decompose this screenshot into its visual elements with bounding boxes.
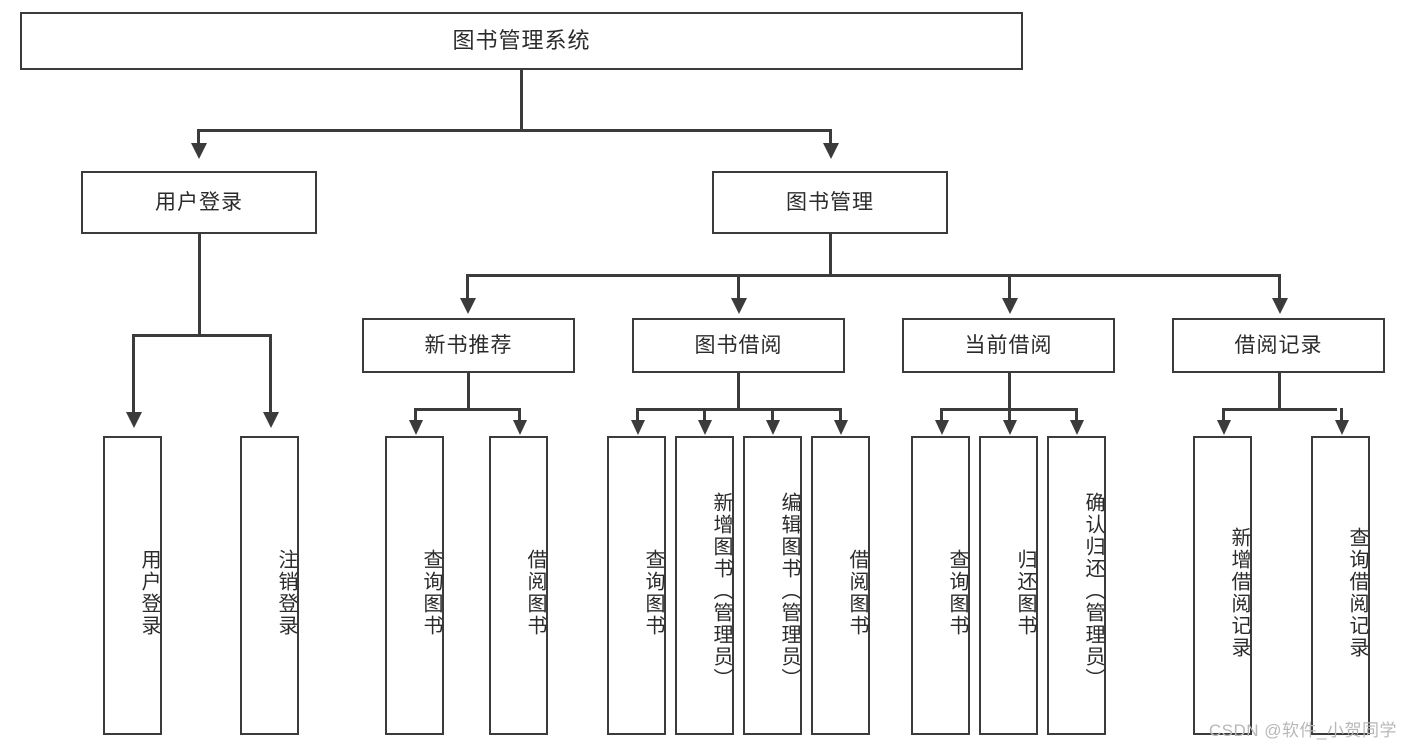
arrowhead-user-login-leaf-1: [126, 412, 142, 428]
connector-book-borrow-drop-3: [771, 408, 774, 422]
connector-book-manage-drop-2: [737, 274, 740, 300]
arrowhead-book-borrow-leaf-2: [698, 420, 712, 435]
connector-user-login-drop-2: [269, 334, 272, 414]
connector-new-book-drop-2: [518, 408, 521, 422]
connector-book-manage-bus: [466, 274, 1281, 277]
connector-user-login-drop-1: [132, 334, 135, 414]
node-new-book-recommend[interactable]: 新书推荐: [362, 318, 575, 373]
arrowhead-to-new-book: [460, 298, 476, 314]
arrowhead-book-borrow-leaf-4: [834, 420, 848, 435]
connector-user-login-bus: [133, 334, 272, 337]
connector-user-login-stem: [198, 234, 201, 335]
arrowhead-current-borrow-leaf-2: [1003, 420, 1017, 435]
connector-book-borrow-bus: [637, 408, 842, 411]
leaf-user-login[interactable]: 用户登录: [103, 436, 162, 735]
connector-book-borrow-drop-2: [703, 408, 706, 422]
leaf-query-book-new[interactable]: 查询图书: [385, 436, 444, 735]
connector-current-borrow-drop-1: [940, 408, 943, 422]
node-borrow-record[interactable]: 借阅记录: [1172, 318, 1385, 373]
connector-book-borrow-drop-1: [636, 408, 639, 422]
arrowhead-to-user-login: [191, 143, 207, 159]
connector-root-drop-right: [829, 129, 832, 145]
node-book-management[interactable]: 图书管理: [712, 171, 948, 234]
connector-root-drop-left: [197, 129, 200, 145]
node-book-borrow[interactable]: 图书借阅: [632, 318, 845, 373]
connector-root-stem: [520, 70, 523, 130]
leaf-query-book-borrow[interactable]: 查询图书: [607, 436, 666, 735]
connector-current-borrow-drop-2: [1008, 408, 1011, 422]
leaf-query-book-current[interactable]: 查询图书: [911, 436, 970, 735]
connector-new-book-bus: [415, 408, 521, 411]
leaf-add-borrow-record[interactable]: 新增借阅记录: [1193, 436, 1252, 735]
connector-book-manage-drop-3: [1008, 274, 1011, 300]
arrowhead-current-borrow-leaf-1: [935, 420, 949, 435]
arrowhead-user-login-leaf-2: [263, 412, 279, 428]
arrowhead-current-borrow-leaf-3: [1070, 420, 1084, 435]
connector-book-borrow-stem: [737, 373, 740, 409]
arrowhead-new-book-leaf-1: [409, 420, 423, 435]
node-root-system[interactable]: 图书管理系统: [20, 12, 1023, 70]
arrowhead-book-borrow-leaf-1: [631, 420, 645, 435]
arrowhead-to-book-borrow: [731, 298, 747, 314]
arrowhead-borrow-record-leaf-1: [1217, 420, 1231, 435]
connector-book-manage-drop-4: [1278, 274, 1281, 300]
connector-new-book-stem: [467, 373, 470, 409]
connector-book-manage-drop-1: [466, 274, 469, 300]
leaf-confirm-return-admin[interactable]: 确认归还（管理员）: [1047, 436, 1106, 735]
leaf-logout[interactable]: 注销登录: [240, 436, 299, 735]
leaf-edit-book-admin[interactable]: 编辑图书（管理员）: [743, 436, 802, 735]
connector-current-borrow-stem: [1008, 373, 1011, 409]
connector-borrow-record-stem: [1278, 373, 1281, 409]
leaf-borrow-book-new[interactable]: 借阅图书: [489, 436, 548, 735]
arrowhead-new-book-leaf-2: [513, 420, 527, 435]
arrowhead-to-borrow-record: [1272, 298, 1288, 314]
connector-book-manage-stem: [829, 234, 832, 275]
node-user-login[interactable]: 用户登录: [81, 171, 317, 234]
connector-borrow-record-drop-2: [1340, 408, 1343, 422]
arrowhead-book-borrow-leaf-3: [766, 420, 780, 435]
connector-new-book-drop-1: [414, 408, 417, 422]
arrowhead-to-book-manage: [823, 143, 839, 159]
leaf-borrow-book[interactable]: 借阅图书: [811, 436, 870, 735]
node-current-borrow[interactable]: 当前借阅: [902, 318, 1115, 373]
connector-book-borrow-drop-4: [839, 408, 842, 422]
leaf-add-book-admin[interactable]: 新增图书（管理员）: [675, 436, 734, 735]
watermark-text: CSDN @软件_小贺同学: [1208, 721, 1397, 740]
leaf-query-borrow-record[interactable]: 查询借阅记录: [1311, 436, 1370, 735]
connector-borrow-record-drop-1: [1222, 408, 1225, 422]
leaf-return-book[interactable]: 归还图书: [979, 436, 1038, 735]
connector-current-borrow-drop-3: [1075, 408, 1078, 422]
connector-root-bus: [198, 129, 832, 132]
connector-borrow-record-bus: [1223, 408, 1337, 411]
arrowhead-to-current-borrow: [1002, 298, 1018, 314]
arrowhead-borrow-record-leaf-2: [1335, 420, 1349, 435]
